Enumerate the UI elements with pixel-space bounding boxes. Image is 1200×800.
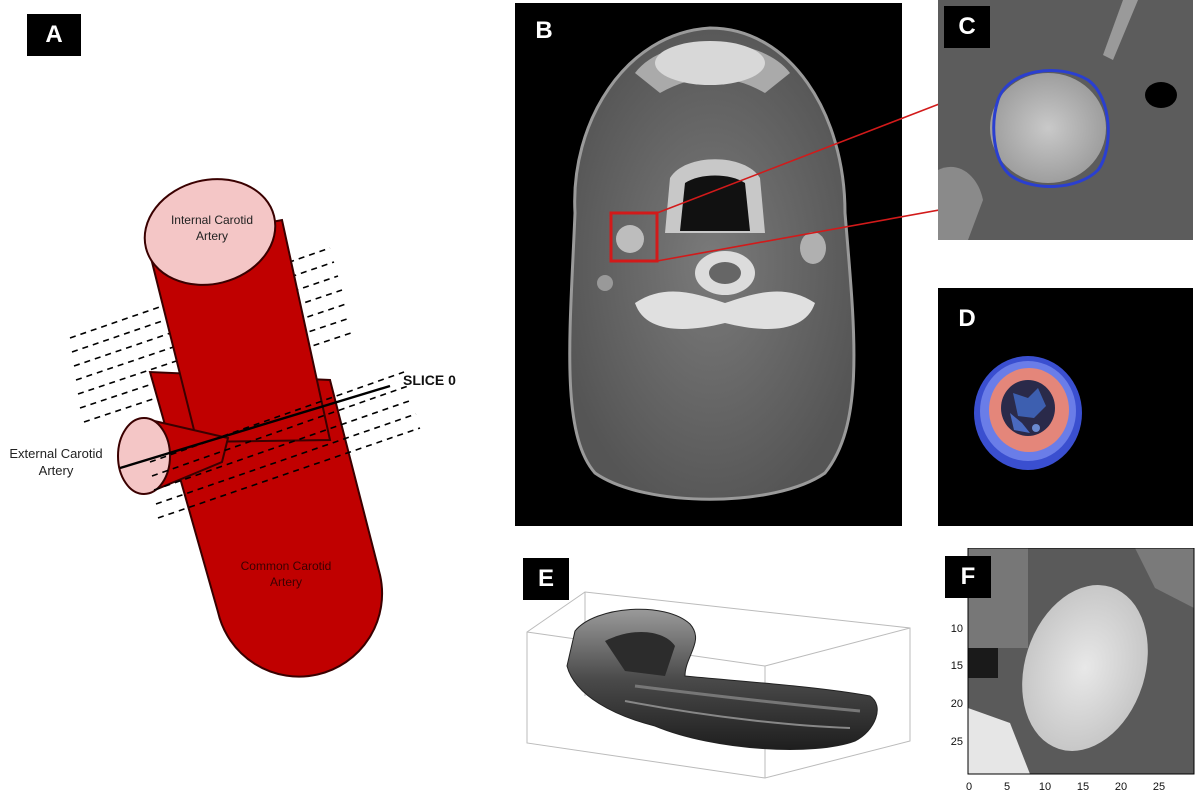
panel-label-b: B [525,11,563,51]
panel-label-e: E [523,558,569,600]
f-xtick-25: 25 [1153,781,1165,793]
internal-carotid-cap [143,178,277,286]
slice-0-line [119,384,391,470]
panel-label-f: F [945,556,991,598]
pixel-crop-plot: 10 15 20 25 0 5 10 15 20 25 F [935,548,1197,800]
ct-axial-image: B [515,3,902,526]
roi-box [609,211,659,263]
zoomed-roi-image: C [938,0,1193,240]
external-carotid-label-1: External Carotid [9,446,102,461]
common-carotid-label-1: Common Carotid [241,559,332,573]
f-xtick-15: 15 [1077,781,1089,793]
panel-label-d: D [944,298,990,340]
f-xtick-5: 5 [1004,781,1010,793]
f-xtick-10: 10 [1039,781,1051,793]
external-carotid-label-2: Artery [39,463,74,478]
f-ytick-15: 15 [951,660,963,672]
f-xtick-20: 20 [1115,781,1127,793]
panel-label-c: C [944,6,990,48]
slice-0-label: SLICE 0 [403,372,456,388]
common-carotid-label-2: Artery [270,575,302,589]
f-xtick-0: 0 [966,781,972,793]
f-ytick-10: 10 [951,623,963,635]
f-ytick-20: 20 [951,698,963,710]
vessel-contour [992,68,1110,188]
internal-carotid-label-2: Artery [196,229,228,243]
internal-carotid-label-1: Internal Carotid [171,213,253,227]
carotid-schematic: Internal Carotid Artery External Carotid… [9,178,456,678]
panel-label-a: A [27,14,81,56]
f-ytick-25: 25 [951,736,963,748]
3d-reconstruction: E [515,546,915,800]
segmentation-map: D [938,288,1193,526]
